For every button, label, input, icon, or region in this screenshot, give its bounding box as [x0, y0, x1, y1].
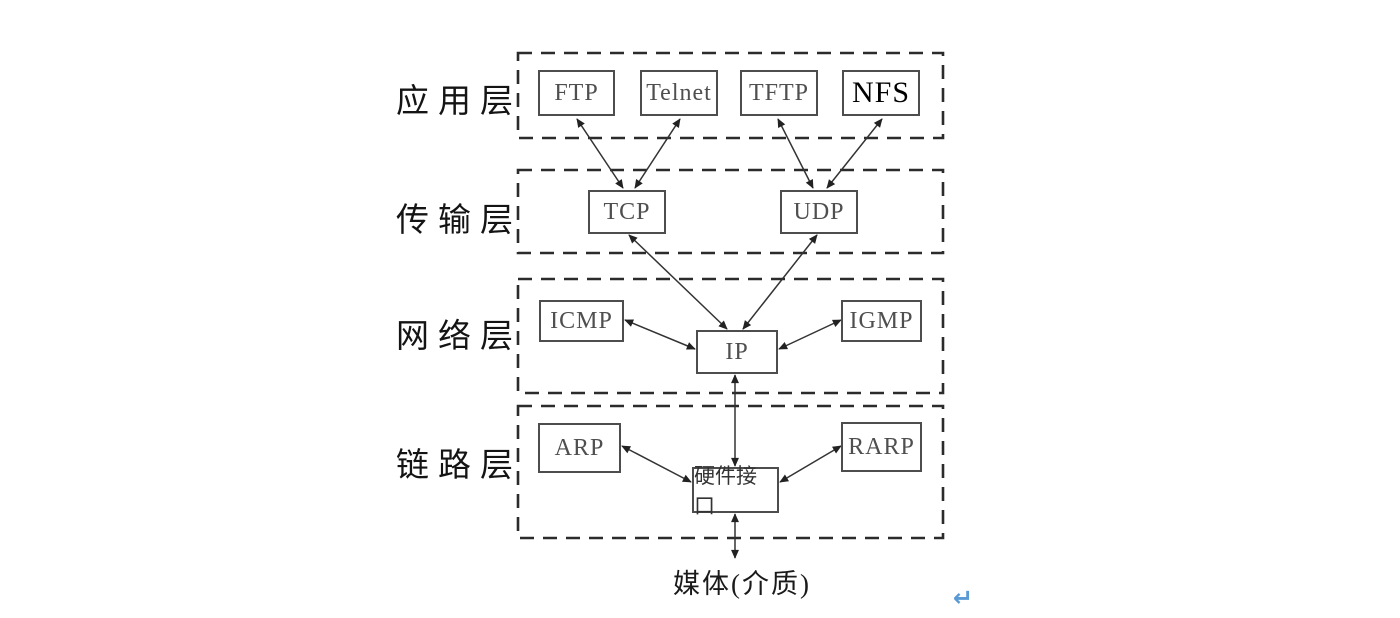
edge-nfs-udp [826, 118, 883, 189]
media-label: 媒体(介质) [673, 569, 811, 599]
node-igmp: IGMP [841, 300, 922, 342]
layer-label-transport: 传输层 [396, 203, 522, 239]
edge-tftp-udp [777, 118, 814, 189]
node-tftp: TFTP [740, 70, 818, 116]
edge-udp-ip [742, 234, 818, 330]
layer-label-link: 链路层 [396, 448, 522, 484]
layer-label-network: 网络层 [396, 319, 522, 355]
edge-telnet-tcp [634, 118, 681, 189]
node-telnet: Telnet [640, 70, 718, 116]
edges-group [576, 118, 883, 559]
application-layer-frame [516, 51, 945, 140]
edge-tcp-ip [628, 234, 728, 330]
network-layer-frame [516, 277, 945, 395]
link-layer-frame [516, 404, 945, 540]
node-ip: IP [696, 330, 778, 374]
layer-label-application: 应用层 [396, 84, 522, 120]
edge-arp-hw_interface [621, 445, 692, 483]
node-ftp: FTP [538, 70, 615, 116]
layer-frames [516, 51, 945, 540]
edge-igmp-ip [778, 319, 842, 350]
edge-icmp-ip [624, 319, 696, 350]
node-arp: ARP [538, 423, 621, 473]
edge-ftp-tcp [576, 118, 624, 189]
node-udp: UDP [780, 190, 858, 234]
node-tcp: TCP [588, 190, 666, 234]
paragraph-return-icon: ↵ [953, 584, 974, 612]
node-hardware-interface: 硬件接口 [692, 464, 779, 518]
node-rarp: RARP [841, 422, 922, 472]
transport-layer-frame [516, 168, 945, 255]
node-nfs: NFS [842, 70, 920, 116]
edge-rarp-hw_interface [779, 445, 842, 483]
node-icmp: ICMP [539, 300, 624, 342]
